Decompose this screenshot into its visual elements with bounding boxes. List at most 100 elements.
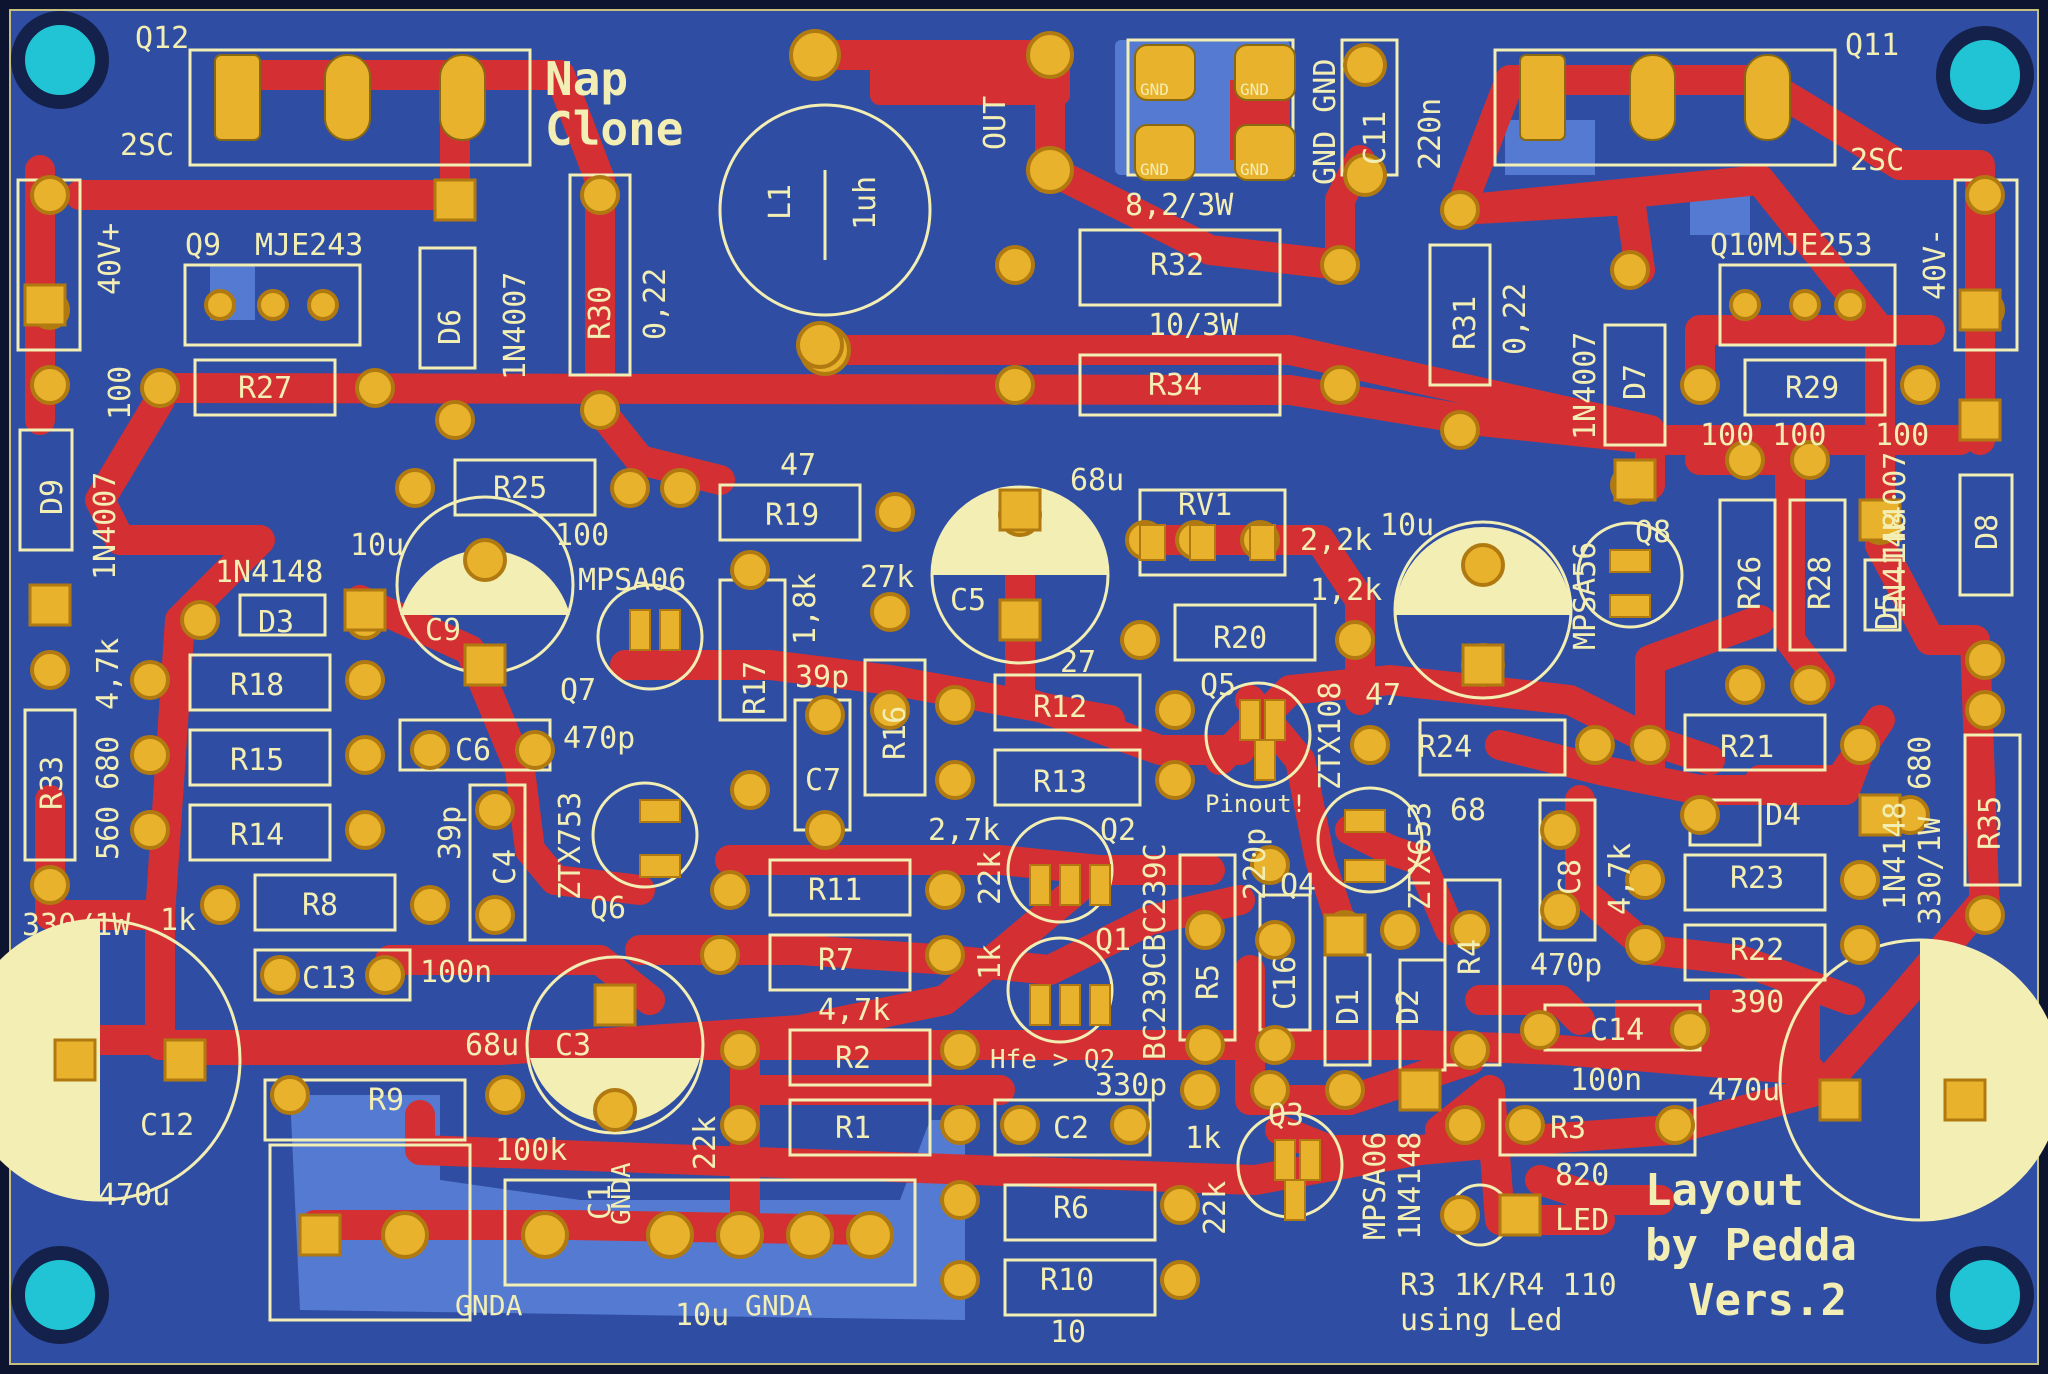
- label-0-22: 0,22: [638, 268, 673, 340]
- label-bc239c: BC239CBC239C: [1138, 843, 1173, 1060]
- label-r25: R25: [493, 471, 547, 506]
- label-220p: 220p: [1238, 828, 1273, 900]
- label-100-100: 100 100: [1700, 418, 1826, 453]
- label-22k: 22k: [1198, 1181, 1233, 1235]
- label-47: 47: [1365, 678, 1401, 713]
- label-10-3w: 10/3W: [1148, 308, 1239, 343]
- label-mpsa06: MPSA06: [578, 563, 686, 598]
- label-r8: R8: [302, 888, 338, 923]
- label-c3: C3: [555, 1028, 591, 1063]
- label-1-2k: 1,2k: [1310, 573, 1382, 608]
- label-1n4007: 1N4007: [1568, 332, 1603, 440]
- label-330-1w: 330/1W: [1913, 816, 1948, 925]
- label-r28: R28: [1803, 556, 1838, 610]
- label-c14: C14: [1590, 1013, 1644, 1048]
- mount-hole-icon: [11, 11, 109, 109]
- square-pads: [23, 178, 2002, 1257]
- label-1n4007: 1N4007: [88, 472, 123, 580]
- label-gnda: GNDA: [745, 1289, 813, 1322]
- label-r26: R26: [1733, 556, 1768, 610]
- label-10: 10: [1050, 1315, 1086, 1350]
- label-r6: R6: [1053, 1191, 1089, 1226]
- label-r17: R17: [738, 661, 773, 715]
- label-r34: R34: [1148, 368, 1202, 403]
- label-q9: Q9: [185, 228, 221, 263]
- label-hfe-q2: Hfe > Q2: [990, 1045, 1115, 1075]
- label-1n4148: 1N4148: [215, 555, 323, 590]
- credit-line-3: Vers.2: [1688, 1275, 1847, 1326]
- label-1n4148: 1N4148: [1878, 512, 1913, 620]
- label-2-2k: 2,2k: [1300, 523, 1372, 558]
- label-r19: R19: [765, 498, 819, 533]
- label-d8: D8: [1970, 514, 2005, 550]
- label-r2: R2: [835, 1041, 871, 1076]
- label-22k: 22k: [973, 851, 1008, 905]
- label-q11: Q11: [1845, 28, 1899, 63]
- label-100: 100: [555, 518, 609, 553]
- label-470p: 470p: [563, 721, 635, 756]
- label-c1: C1: [583, 1184, 618, 1220]
- label-4-7k: 4,7k: [818, 993, 890, 1028]
- label-q4: Q4: [1280, 868, 1316, 903]
- label-d1: D1: [1331, 989, 1366, 1025]
- round-pads: [30, 29, 2005, 1300]
- label-4-7k: 4,7k: [1603, 843, 1638, 915]
- label-100k: 100k: [495, 1133, 567, 1168]
- label-470p: 470p: [1530, 948, 1602, 983]
- label-100n: 100n: [420, 955, 492, 990]
- label-out: OUT: [978, 96, 1013, 150]
- label-8-2-3w: 8,2/3W: [1125, 188, 1234, 223]
- label-r4: R4: [1453, 939, 1488, 975]
- label-gnd: GND: [1240, 80, 1269, 99]
- label-330-1w: 330/1W: [22, 908, 131, 943]
- label-r21: R21: [1720, 730, 1774, 765]
- credit-line-2: by Pedda: [1645, 1220, 1857, 1271]
- label-0-22: 0,22: [1498, 283, 1533, 355]
- label-40v-plus: 40V+: [93, 223, 128, 295]
- label-r23: R23: [1730, 861, 1784, 896]
- label-mje243: MJE243: [255, 228, 363, 263]
- label-q8: Q8: [1635, 515, 1671, 550]
- label-1n4007: 1N4007: [498, 272, 533, 380]
- label-68: 68: [1450, 793, 1486, 828]
- label-r22: R22: [1730, 933, 1784, 968]
- silkscreen-labels: Nap Clone Layout by Pedda Vers.2 R3 1K/R…: [22, 21, 2008, 1350]
- label-gnd-gnd: GND GND: [1308, 59, 1343, 185]
- label-10u: 10u: [350, 528, 404, 563]
- label-1k: 1k: [160, 903, 196, 938]
- label-pinout: Pinout!: [1205, 790, 1306, 818]
- title-line-1: Nap: [545, 52, 628, 106]
- label-2-7k: 2,7k: [928, 813, 1000, 848]
- label-470u: 470u: [98, 1178, 170, 1213]
- label-r13: R13: [1033, 765, 1087, 800]
- title-line-2: Clone: [545, 102, 683, 156]
- label-c12: C12: [140, 1108, 194, 1143]
- label-gnda: GNDA: [455, 1289, 523, 1322]
- label-c6: C6: [455, 733, 491, 768]
- label-gnd: GND: [1140, 160, 1169, 179]
- label-39p: 39p: [433, 806, 468, 860]
- label-d7: D7: [1618, 364, 1653, 400]
- label-4-7k: 4,7k: [91, 638, 126, 710]
- label-q10-mje253: Q10MJE253: [1710, 228, 1873, 263]
- label-40v-minus: 40V-: [1918, 228, 1953, 300]
- label-c13: C13: [302, 961, 356, 996]
- label-c15: C15: [1918, 1028, 1972, 1063]
- label-mpsa56: MPSA56: [1568, 542, 1603, 650]
- credit-line-1: Layout: [1645, 1165, 1804, 1216]
- label-ztx753: ZTX753: [553, 792, 588, 900]
- label-gnd: GND: [1140, 80, 1169, 99]
- label-1uh: 1uh: [848, 176, 883, 230]
- label-r11: R11: [808, 873, 862, 908]
- label-47: 47: [780, 448, 816, 483]
- label-1k: 1k: [1185, 1121, 1221, 1156]
- label-r15: R15: [230, 743, 284, 778]
- label-r9: R9: [368, 1083, 404, 1118]
- mount-hole-icon: [11, 1246, 109, 1344]
- label-330p: 330p: [1095, 1068, 1167, 1103]
- label-rv1: RV1: [1178, 488, 1232, 523]
- label-ztx108: ZTX108: [1313, 682, 1348, 790]
- label-gnda: GNDA: [607, 1162, 637, 1225]
- label-1n4148: 1N4148: [1393, 1132, 1428, 1240]
- label-r12: R12: [1033, 690, 1087, 725]
